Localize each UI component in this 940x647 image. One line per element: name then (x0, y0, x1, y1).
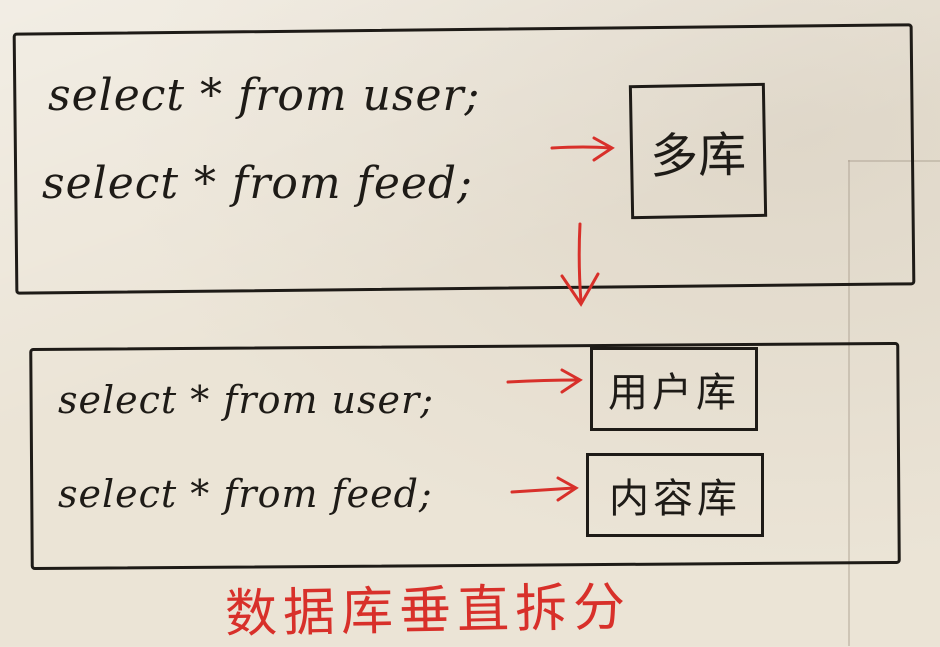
arrow-split-down (560, 222, 600, 307)
arrow-to-single-db (550, 136, 615, 162)
top-query-user: select * from user; (48, 70, 481, 121)
user-database-box: 用户库 (590, 347, 758, 431)
feed-database-box: 内容库 (586, 453, 764, 537)
paper-fold-line-horizontal (848, 160, 940, 162)
diagram-caption: 数据库垂直拆分 (224, 577, 632, 645)
arrow-to-feed-db (510, 476, 579, 502)
top-query-feed: select * from feed; (42, 158, 473, 209)
bottom-query-feed: select * from feed; (58, 472, 433, 516)
bottom-query-user: select * from user; (58, 378, 434, 422)
arrow-to-user-db (506, 368, 583, 394)
paper-fold-line (848, 160, 850, 646)
